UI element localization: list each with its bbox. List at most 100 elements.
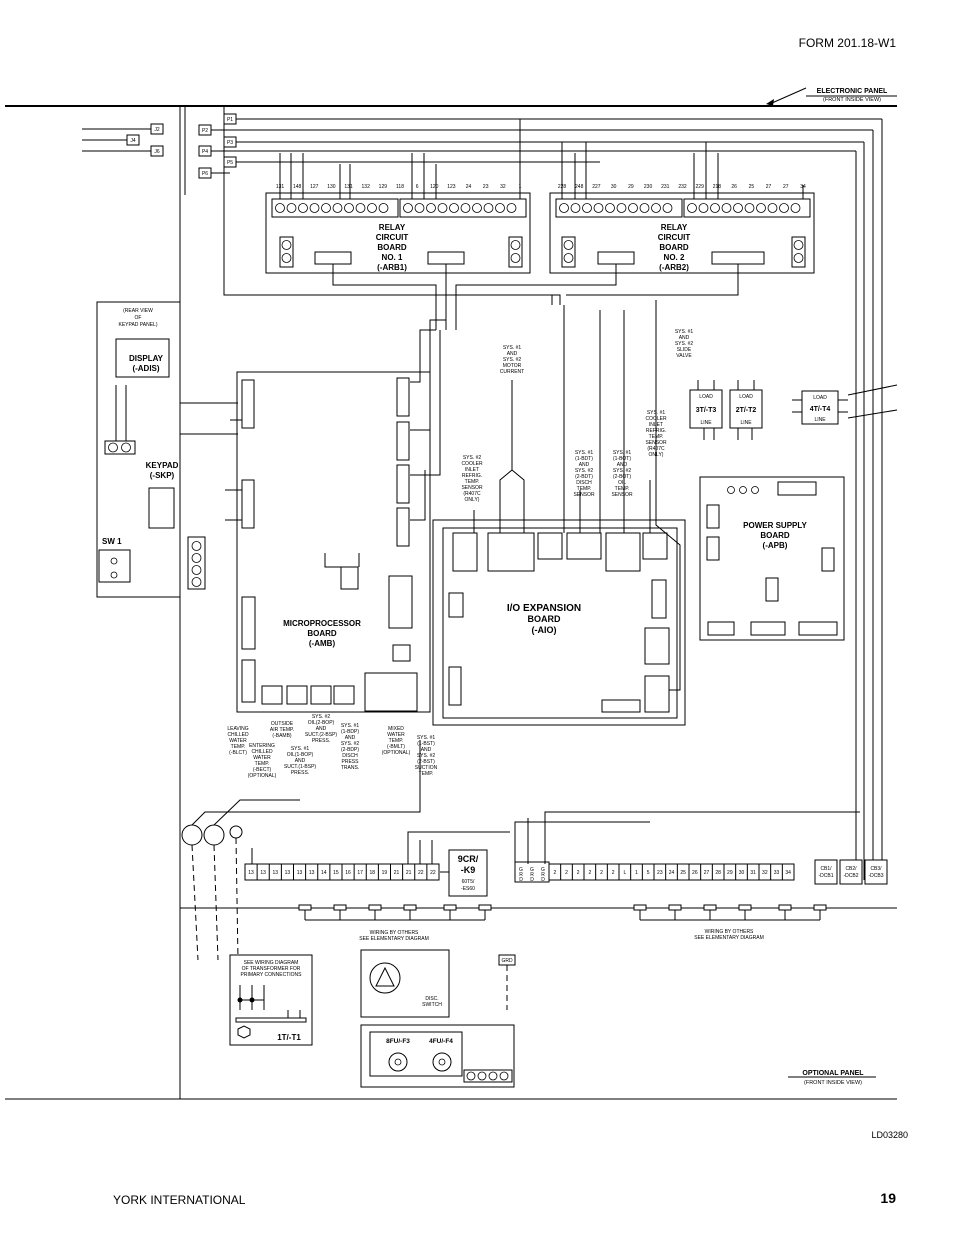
note-line: (2-BDP)	[341, 747, 359, 753]
wire-label: 123	[447, 184, 456, 190]
svg-text:CB3/: CB3/	[870, 866, 882, 872]
page-number: 19	[880, 1190, 896, 1206]
terminal-label: 5	[647, 870, 650, 876]
svg-text:D: D	[541, 877, 545, 883]
wiring-note-right: WIRING BY OTHERS	[705, 929, 754, 935]
current-transformer-rings	[181, 740, 421, 961]
micro-aux-wires	[324, 553, 360, 568]
note-line: DISCH	[576, 480, 592, 486]
wire-label: 118	[396, 184, 404, 190]
terminal-label: 2	[600, 870, 603, 876]
svg-text:J4: J4	[130, 138, 136, 144]
svg-text:G: G	[519, 867, 523, 873]
note-line: OIL(2-BOP)	[308, 720, 335, 726]
note-line: TEMP.	[615, 486, 630, 492]
note-line: AND	[507, 351, 518, 357]
wire-label: 230	[644, 184, 653, 190]
svg-text:(REAR VIEW: (REAR VIEW	[123, 308, 153, 314]
electronic-panel-title: ELECTRONIC PANEL (FRONT INSIDE VIEW)	[766, 87, 897, 106]
note-line: AND	[617, 462, 628, 468]
display-keypad-wires	[180, 402, 242, 521]
note-line: WATER	[253, 755, 271, 761]
note-line: SYS. #1	[341, 723, 360, 729]
svg-text:-ES60: -ES60	[461, 886, 475, 892]
wire-label: 131	[344, 184, 353, 190]
load-transformer-2: LOAD 2T/-T2 LINE	[729, 389, 763, 429]
relay-pin	[570, 203, 581, 213]
note-line: (R407C	[463, 491, 481, 497]
terminal-label: 33	[774, 870, 780, 876]
svg-text:60T5/: 60T5/	[462, 879, 475, 885]
note-line: TEMP.	[465, 479, 480, 485]
wire-label: 23	[483, 184, 489, 190]
wire-label: 25	[749, 184, 755, 190]
note-line: (-BECT)	[253, 767, 272, 773]
svg-text:P4: P4	[202, 149, 208, 155]
note-line: VALVE	[676, 353, 692, 359]
relay-board-2: RELAY CIRCUIT BOARD NO. 2 (-ARB2)	[549, 192, 815, 274]
field-terminal	[738, 904, 752, 911]
terminal-label: 30	[739, 870, 745, 876]
relay-pin	[605, 203, 615, 213]
terminal-label: 13	[248, 870, 254, 876]
svg-text:LINE: LINE	[814, 417, 826, 423]
svg-text:P2: P2	[202, 128, 208, 134]
svg-text:J6: J6	[154, 149, 160, 155]
k9-relay: 9CR/ -K9 60T5/ -ES60	[448, 849, 488, 897]
relay-pin	[582, 203, 592, 213]
svg-text:D: D	[519, 877, 523, 883]
relay-pin	[367, 203, 377, 213]
svg-text:D: D	[530, 877, 534, 883]
wire-label: 26	[731, 184, 737, 190]
terminal-label: 31	[750, 870, 756, 876]
note-line: ONLY)	[465, 497, 480, 503]
relay-pin	[651, 203, 661, 213]
field-terminal	[478, 904, 492, 911]
field-terminal	[333, 904, 347, 911]
footer-company: YORK INTERNATIONAL	[113, 1193, 246, 1207]
note-line: AND	[316, 726, 327, 732]
note-line: SENSOR	[573, 492, 595, 498]
p-connectors: P1 P2 P3 P4 P5 P6	[198, 113, 237, 179]
svg-text:R: R	[530, 872, 534, 878]
svg-text:BOARD: BOARD	[307, 629, 337, 638]
note-line: CHILLED	[251, 749, 273, 755]
wire-label: 6	[416, 184, 419, 190]
note-line: (2-BST)	[417, 759, 435, 765]
note-line: SYS. #2	[503, 357, 522, 363]
relay-pin	[355, 203, 366, 213]
wire-label: 27	[783, 184, 789, 190]
note-line: SYS. #2	[312, 714, 331, 720]
terminal-label: 13	[273, 870, 279, 876]
svg-text:GRD: GRD	[501, 958, 513, 964]
p-wire-bus	[184, 106, 883, 880]
terminal-label: 1	[635, 870, 638, 876]
relay-pin	[309, 203, 320, 213]
relay-pin	[616, 203, 627, 213]
note-line: MOTOR	[503, 363, 522, 369]
svg-text:RELAY: RELAY	[661, 223, 688, 232]
svg-text:2T/-T2: 2T/-T2	[736, 407, 757, 414]
svg-text:R: R	[519, 872, 523, 878]
field-terminal	[633, 904, 647, 911]
note-line: SENSOR	[611, 492, 633, 498]
wire-label: 229	[696, 184, 705, 190]
note-line: CHILLED	[227, 732, 249, 738]
note-line: AND	[345, 735, 356, 741]
wire-label: 132	[362, 184, 371, 190]
relay-pin	[506, 203, 517, 213]
relay-pin	[756, 203, 766, 213]
keypad-rear-panel: (REAR VIEW OF KEYPAD PANEL) DISPLAY (-AD…	[96, 301, 206, 598]
note-line: SYS. #1	[503, 345, 522, 351]
terminal-label: 26	[692, 870, 698, 876]
relay-pin	[275, 203, 285, 213]
wire-label: 227	[592, 184, 601, 190]
relay-pin	[767, 203, 778, 213]
svg-text:KEYPAD PANEL): KEYPAD PANEL)	[119, 322, 158, 328]
